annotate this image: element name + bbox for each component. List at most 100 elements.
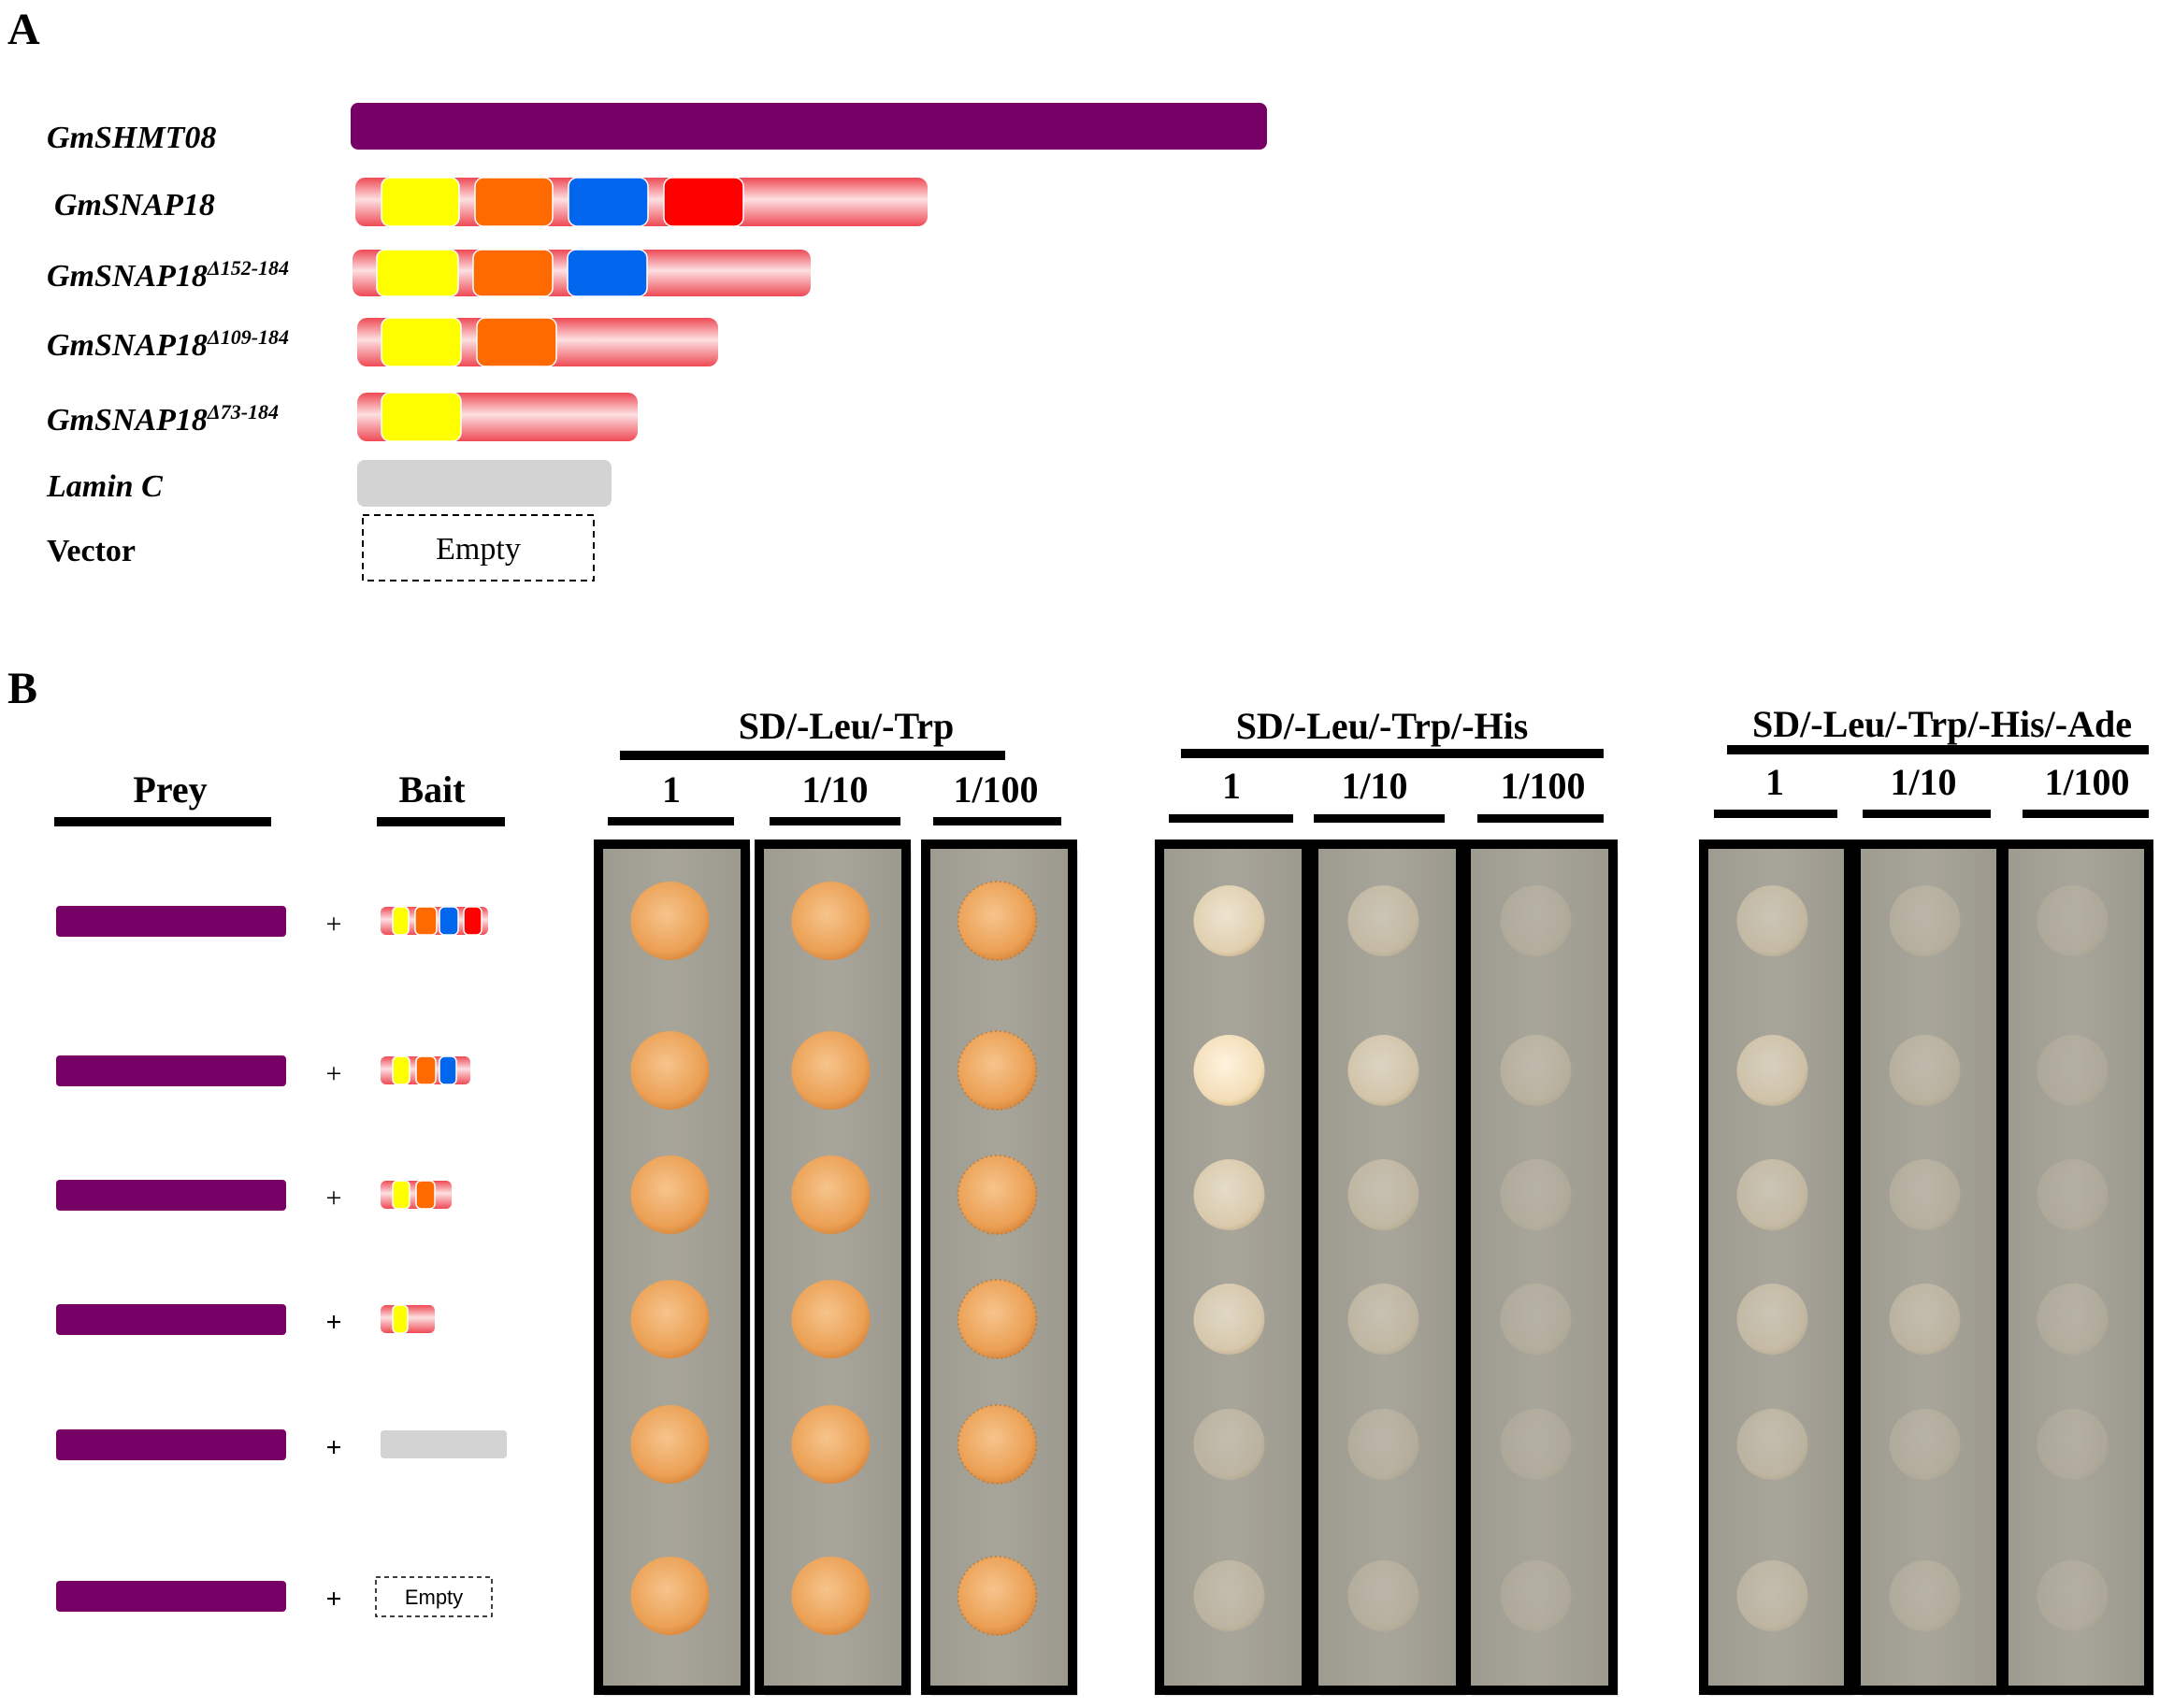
panel-b-label: B	[7, 664, 37, 713]
colony-spot	[1500, 885, 1572, 956]
dilution-label: 1/10	[1890, 761, 1956, 803]
prey-bar	[56, 1429, 286, 1460]
bait-bar-domain-1	[392, 1180, 410, 1210]
bait-bar-domain-1	[392, 906, 410, 936]
dilution-rule	[1863, 810, 1991, 818]
colony-spot	[1500, 1035, 1572, 1106]
medium-rule	[620, 751, 1005, 760]
colony-spot	[2037, 1159, 2109, 1230]
colony-spot	[791, 1405, 871, 1484]
construct-label: GmSNAP18	[54, 188, 215, 222]
colony-spot	[1347, 1409, 1419, 1480]
dilution-rule	[770, 817, 900, 825]
construct-label: GmSNAP18Δ152-184	[47, 256, 289, 294]
colony-spot	[630, 1557, 710, 1635]
colony-texture	[957, 1030, 1038, 1111]
prey-header: Prey	[133, 768, 207, 811]
plate-background	[1699, 840, 1853, 1695]
plate-background	[755, 840, 911, 1695]
empty-vector-text: Empty	[405, 1586, 463, 1609]
construct-shmt: GmSHMT08	[47, 103, 1267, 155]
plus-sign: +	[325, 1584, 341, 1615]
plate-3-1	[1699, 840, 1854, 1696]
bait-bar-domain-3	[568, 177, 649, 227]
plate-3-3	[1999, 840, 2154, 1696]
dilution-label: 1	[1765, 761, 1784, 803]
construct-label: Vector	[47, 534, 136, 568]
bait-header-rule	[377, 817, 505, 826]
construct-snap18: GmSNAP18	[54, 177, 928, 227]
colony-spot	[957, 1031, 1037, 1110]
plate-background	[1155, 840, 1311, 1695]
medium-rule	[1727, 745, 2149, 754]
medium-title: SD/-Leu/-Trp	[739, 705, 954, 747]
colony-spot	[1347, 1284, 1419, 1355]
construct-label: GmSNAP18Δ73-184	[47, 400, 279, 438]
dilution-rule	[1314, 814, 1445, 823]
bait-bar-domain-3	[439, 1055, 457, 1085]
colony-texture	[957, 1279, 1038, 1359]
plus-sign: +	[326, 909, 342, 940]
bait-bar-domain-1	[381, 177, 460, 227]
colony-spot	[630, 1405, 710, 1484]
bait-bar-domain-2	[415, 1180, 436, 1210]
dilution-rule	[1169, 814, 1293, 823]
dilution-rule	[2023, 810, 2149, 818]
prey-bar	[56, 1581, 286, 1612]
colony-spot	[1193, 1409, 1265, 1480]
dilution-rule	[1477, 814, 1604, 823]
colony-spot	[1736, 1284, 1808, 1355]
prey-bar	[56, 1055, 286, 1086]
empty-vector-text: Empty	[436, 532, 521, 567]
construct-d109: GmSNAP18Δ109-184	[47, 317, 718, 367]
colony-spot	[630, 1031, 710, 1110]
panel-a-label: A	[7, 5, 40, 54]
bait-bar-domain-1	[376, 249, 459, 297]
colony-spot	[1889, 1284, 1961, 1355]
colony-spot	[1347, 1560, 1419, 1631]
colony-spot	[1889, 885, 1961, 956]
colony-spot	[2037, 1035, 2109, 1106]
colony-spot	[791, 882, 871, 960]
bait-header: Bait	[398, 768, 466, 811]
colony-spot	[957, 1155, 1037, 1234]
bait-bar-domain-4	[463, 906, 482, 936]
pair-row-6: + Empty	[56, 1576, 493, 1617]
colony-spot	[791, 1155, 871, 1234]
bait-bar-domain-2	[474, 177, 554, 227]
colony-spot	[1889, 1560, 1961, 1631]
colony-spot	[957, 1280, 1037, 1358]
pair-row-1: +	[56, 906, 488, 940]
bait-bar-domain-1	[381, 392, 462, 442]
colony-spot	[1193, 1035, 1265, 1106]
colony-spot	[1347, 885, 1419, 956]
bait-bar-domain-4	[663, 177, 744, 227]
colony-spot	[791, 1280, 871, 1358]
lamin-bar	[357, 460, 612, 507]
colony-spot	[2037, 885, 2109, 956]
colony-spot	[1193, 1284, 1265, 1355]
colony-spot	[1193, 885, 1265, 956]
bait-bar-domain-2	[414, 906, 438, 936]
colony-spot	[1500, 1409, 1572, 1480]
colony-spot	[1889, 1409, 1961, 1480]
bait-bar-domain-2	[476, 317, 557, 367]
colony-spot	[1500, 1159, 1572, 1230]
dilution-rule	[1714, 810, 1837, 818]
prey-header-rule	[54, 817, 271, 826]
dilution-rule	[608, 817, 734, 825]
plate-1-2	[755, 840, 912, 1696]
colony-spot	[1500, 1560, 1572, 1631]
dilution-label: 1/10	[1341, 765, 1407, 807]
construct-vector: Vector Empty	[47, 514, 595, 581]
colony-spot	[1500, 1284, 1572, 1355]
plate-background	[1461, 840, 1618, 1695]
bait-bar-domain-2	[415, 1055, 437, 1085]
colony-spot	[791, 1031, 871, 1110]
construct-d152: GmSNAP18Δ152-184	[47, 249, 811, 297]
colony-spot	[1736, 885, 1808, 956]
